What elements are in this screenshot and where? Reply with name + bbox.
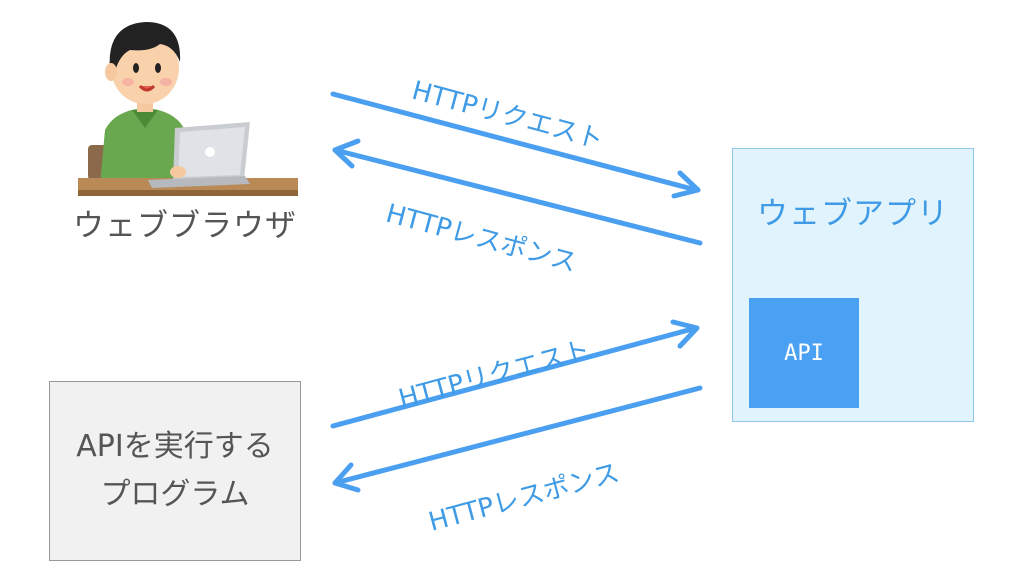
top-request-arrow bbox=[330, 91, 699, 193]
program-label-line1: APIを実行する bbox=[76, 429, 274, 464]
top-response-arrow bbox=[332, 147, 703, 246]
bottom-request-arrow bbox=[330, 325, 699, 429]
bottom-request-arrowhead bbox=[670, 319, 700, 349]
api-box: API bbox=[749, 298, 859, 408]
api-client-program-box: APIを実行する プログラム bbox=[49, 381, 301, 561]
bottom-response-arrow bbox=[332, 385, 703, 486]
top-request-arrowhead bbox=[671, 170, 701, 199]
program-label-line2: プログラム bbox=[100, 477, 250, 512]
web-app-label: ウェブアプリ bbox=[757, 196, 949, 232]
bottom-response-arrowhead bbox=[332, 462, 361, 493]
web-browser-label: ウェブブラウザ bbox=[73, 208, 297, 244]
api-label: API bbox=[784, 340, 824, 366]
person-with-laptop-icon bbox=[78, 22, 298, 196]
top-response-arrowhead bbox=[332, 138, 361, 169]
